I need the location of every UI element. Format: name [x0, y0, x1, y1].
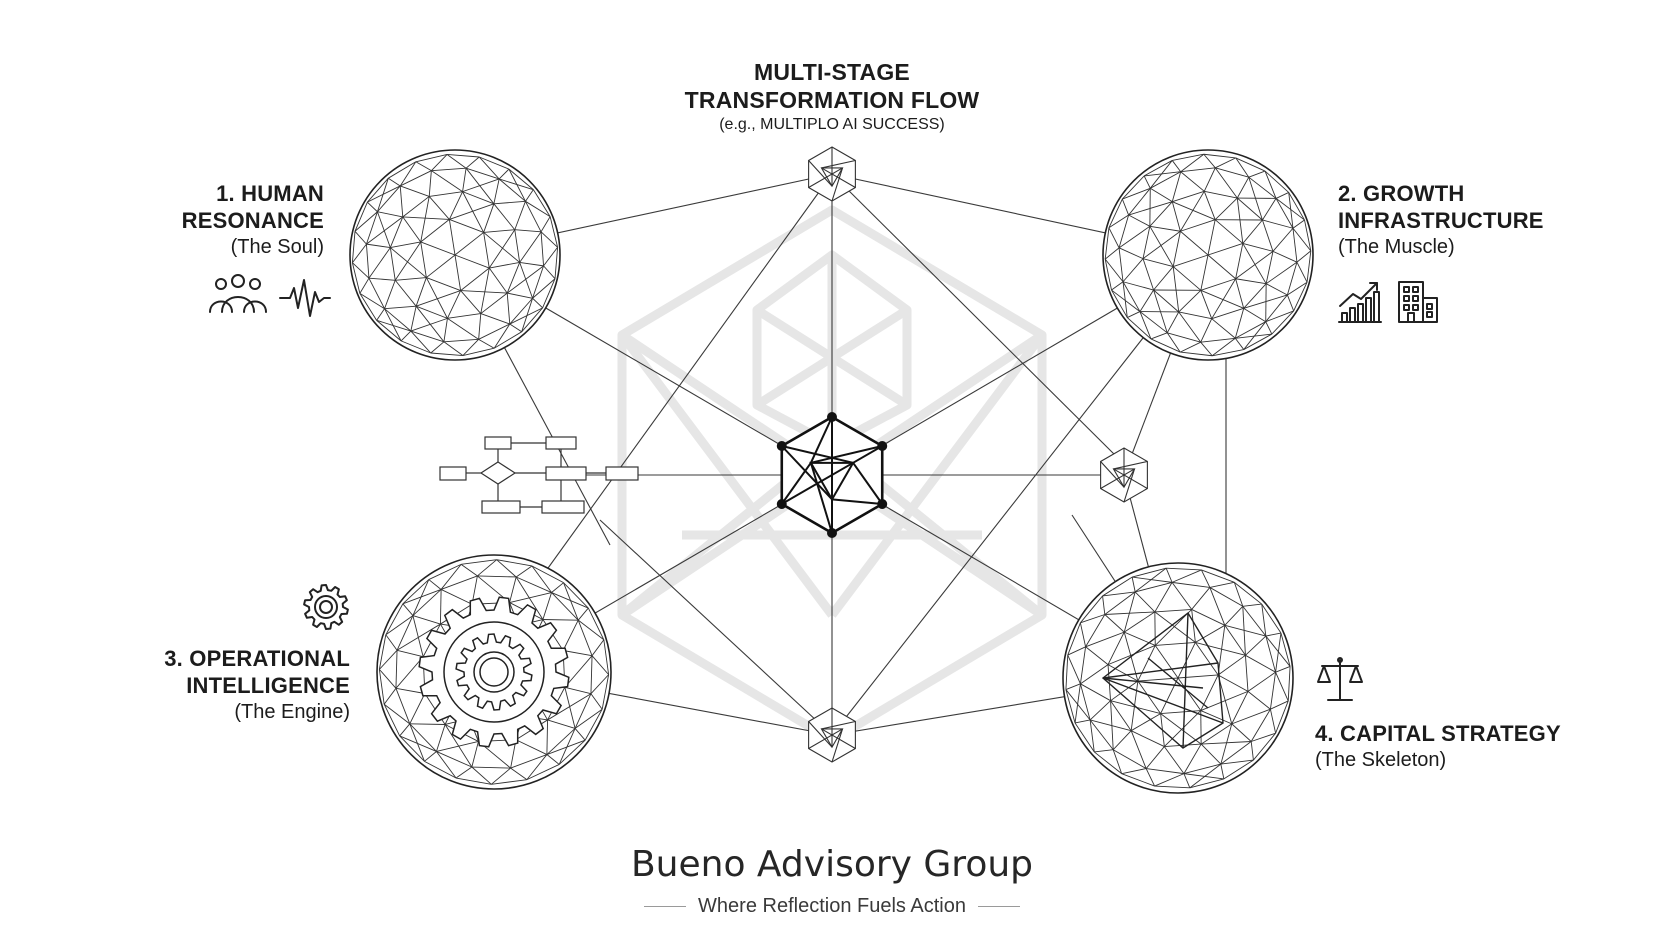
human-resonance-sphere — [349, 149, 561, 361]
geodesic-spheres — [349, 146, 1314, 794]
growth-chart-icon — [1338, 282, 1382, 323]
gear-illustration — [418, 596, 570, 748]
pillar-title: 4. CAPITAL STRATEGY — [1315, 721, 1561, 746]
building-icon — [1398, 281, 1438, 323]
pillar-title: 3. OPERATIONAL — [164, 646, 350, 671]
central-hub-node — [776, 412, 888, 538]
brand-name: Bueno Advisory Group — [630, 844, 1034, 885]
brand-tagline-row: Where Reflection Fuels Action — [532, 895, 1132, 918]
brand-block: Bueno Advisory Group Where Reflection Fu… — [532, 844, 1132, 918]
pillar-title: 2. GROWTH — [1338, 181, 1465, 206]
pillar-title: 1. HUMAN — [216, 181, 324, 206]
pillar-capital-strategy: 4. CAPITAL STRATEGY (The Skeleton) — [1315, 720, 1660, 774]
pillar-subtitle: (The Muscle) — [1338, 236, 1455, 258]
flowchart-icon — [439, 436, 639, 514]
pillar-subtitle: (The Engine) — [234, 701, 350, 723]
flow-title: MULTI-STAGE TRANSFORMATION FLOW (e.g., M… — [632, 58, 1032, 136]
heartbeat-icon — [279, 279, 331, 317]
bottom-node — [808, 707, 856, 763]
pillar-growth-infrastructure: 2. GROWTH INFRASTRUCTURE (The Muscle) — [1338, 180, 1658, 261]
people-icon — [209, 274, 267, 313]
gear-icon — [303, 584, 349, 630]
pillar-operational-intelligence: 3. OPERATIONAL INTELLIGENCE (The Engine) — [100, 645, 350, 726]
operational-intelligence-sphere — [376, 554, 612, 790]
pillar-subtitle: (The Skeleton) — [1315, 749, 1447, 771]
pillar-title: INFRASTRUCTURE — [1338, 208, 1544, 233]
crystal-illustration — [1101, 611, 1224, 749]
pillar-title: INTELLIGENCE — [186, 673, 350, 698]
balance-scale-icon — [1317, 657, 1363, 701]
brand-tagline: Where Reflection Fuels Action — [698, 895, 966, 917]
right-node — [1100, 447, 1148, 503]
pillar-subtitle: (The Soul) — [230, 236, 324, 258]
pillar-human-resonance: 1. HUMAN RESONANCE (The Soul) — [118, 180, 324, 261]
divider — [977, 906, 1020, 907]
flow-title-line1: MULTI-STAGE — [754, 59, 910, 85]
top-node — [808, 146, 856, 202]
pillar-title: RESONANCE — [181, 208, 324, 233]
divider — [644, 906, 687, 907]
flow-subtitle: (e.g., MULTIPLO AI SUCCESS) — [719, 116, 945, 133]
capital-strategy-sphere — [1062, 562, 1294, 794]
flow-title-line2: TRANSFORMATION FLOW — [684, 87, 980, 113]
growth-infrastructure-sphere — [1102, 149, 1314, 361]
